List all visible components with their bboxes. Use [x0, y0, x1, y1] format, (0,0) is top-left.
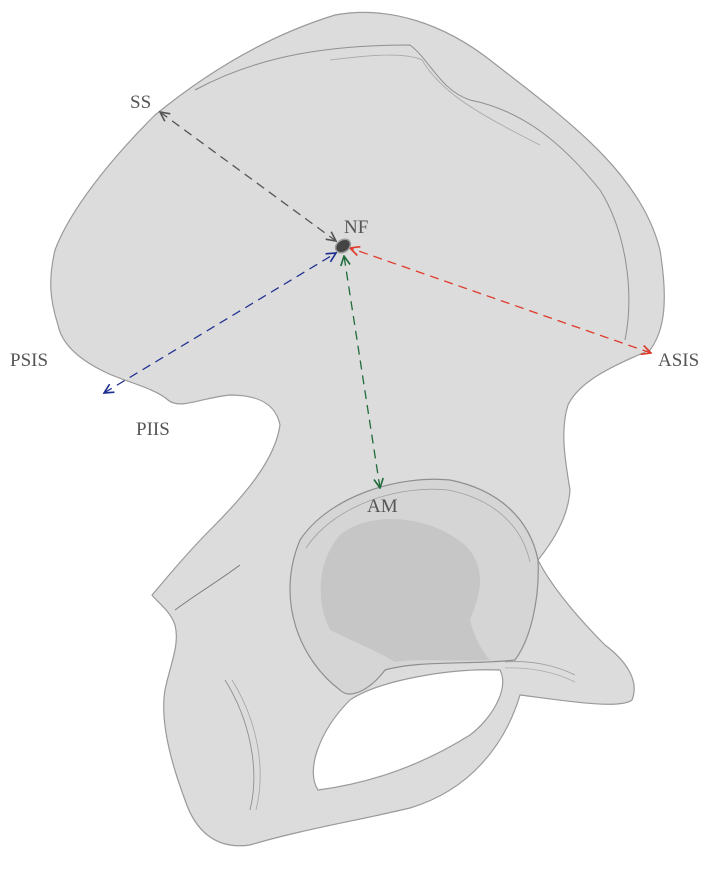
label-psis: PSIS — [10, 350, 48, 371]
label-piis: PIIS — [136, 419, 170, 440]
label-am: AM — [367, 496, 398, 517]
label-nf: NF — [344, 217, 368, 238]
label-asis: ASIS — [658, 350, 699, 371]
label-ss: SS — [130, 92, 151, 113]
